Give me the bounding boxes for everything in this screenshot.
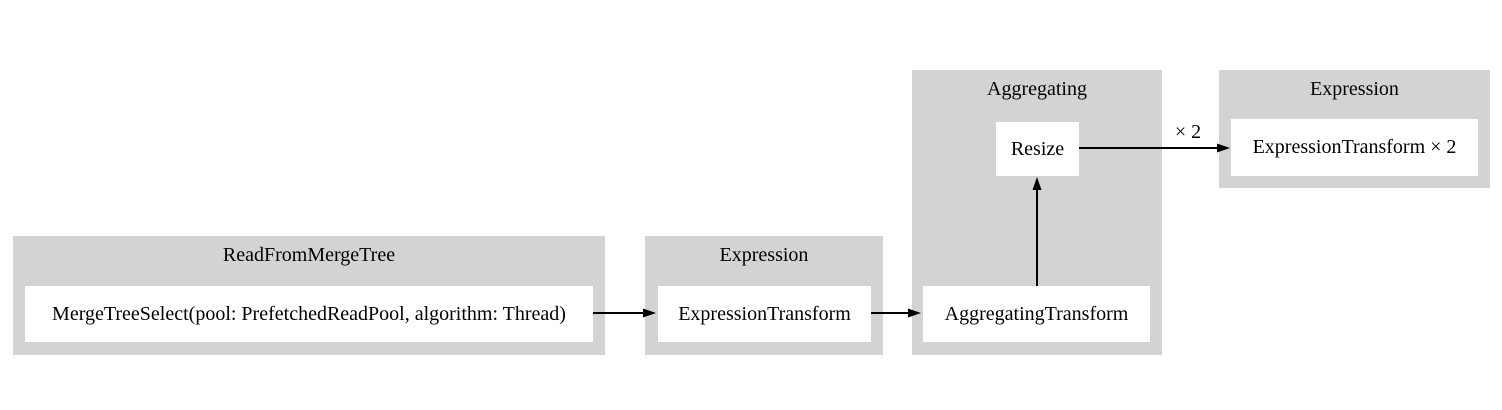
node-expressiontransform: ExpressionTransform xyxy=(658,286,871,342)
cluster-title-aggregating: Aggregating xyxy=(987,78,1087,100)
node-expressiontransform-x2: ExpressionTransform × 2 xyxy=(1231,119,1478,176)
node-resize: Resize xyxy=(996,122,1079,176)
node-aggregatingtransform: AggregatingTransform xyxy=(923,286,1150,342)
cluster-title-expression-2: Expression xyxy=(1310,78,1399,100)
cluster-title-expression-1: Expression xyxy=(719,244,809,266)
node-mergetreeselect: MergeTreeSelect(pool: PrefetchedReadPool… xyxy=(25,286,593,342)
cluster-title-readfrommergetree: ReadFromMergeTree xyxy=(222,244,396,266)
edge-multiplicity-label: × 2 xyxy=(1174,121,1202,143)
